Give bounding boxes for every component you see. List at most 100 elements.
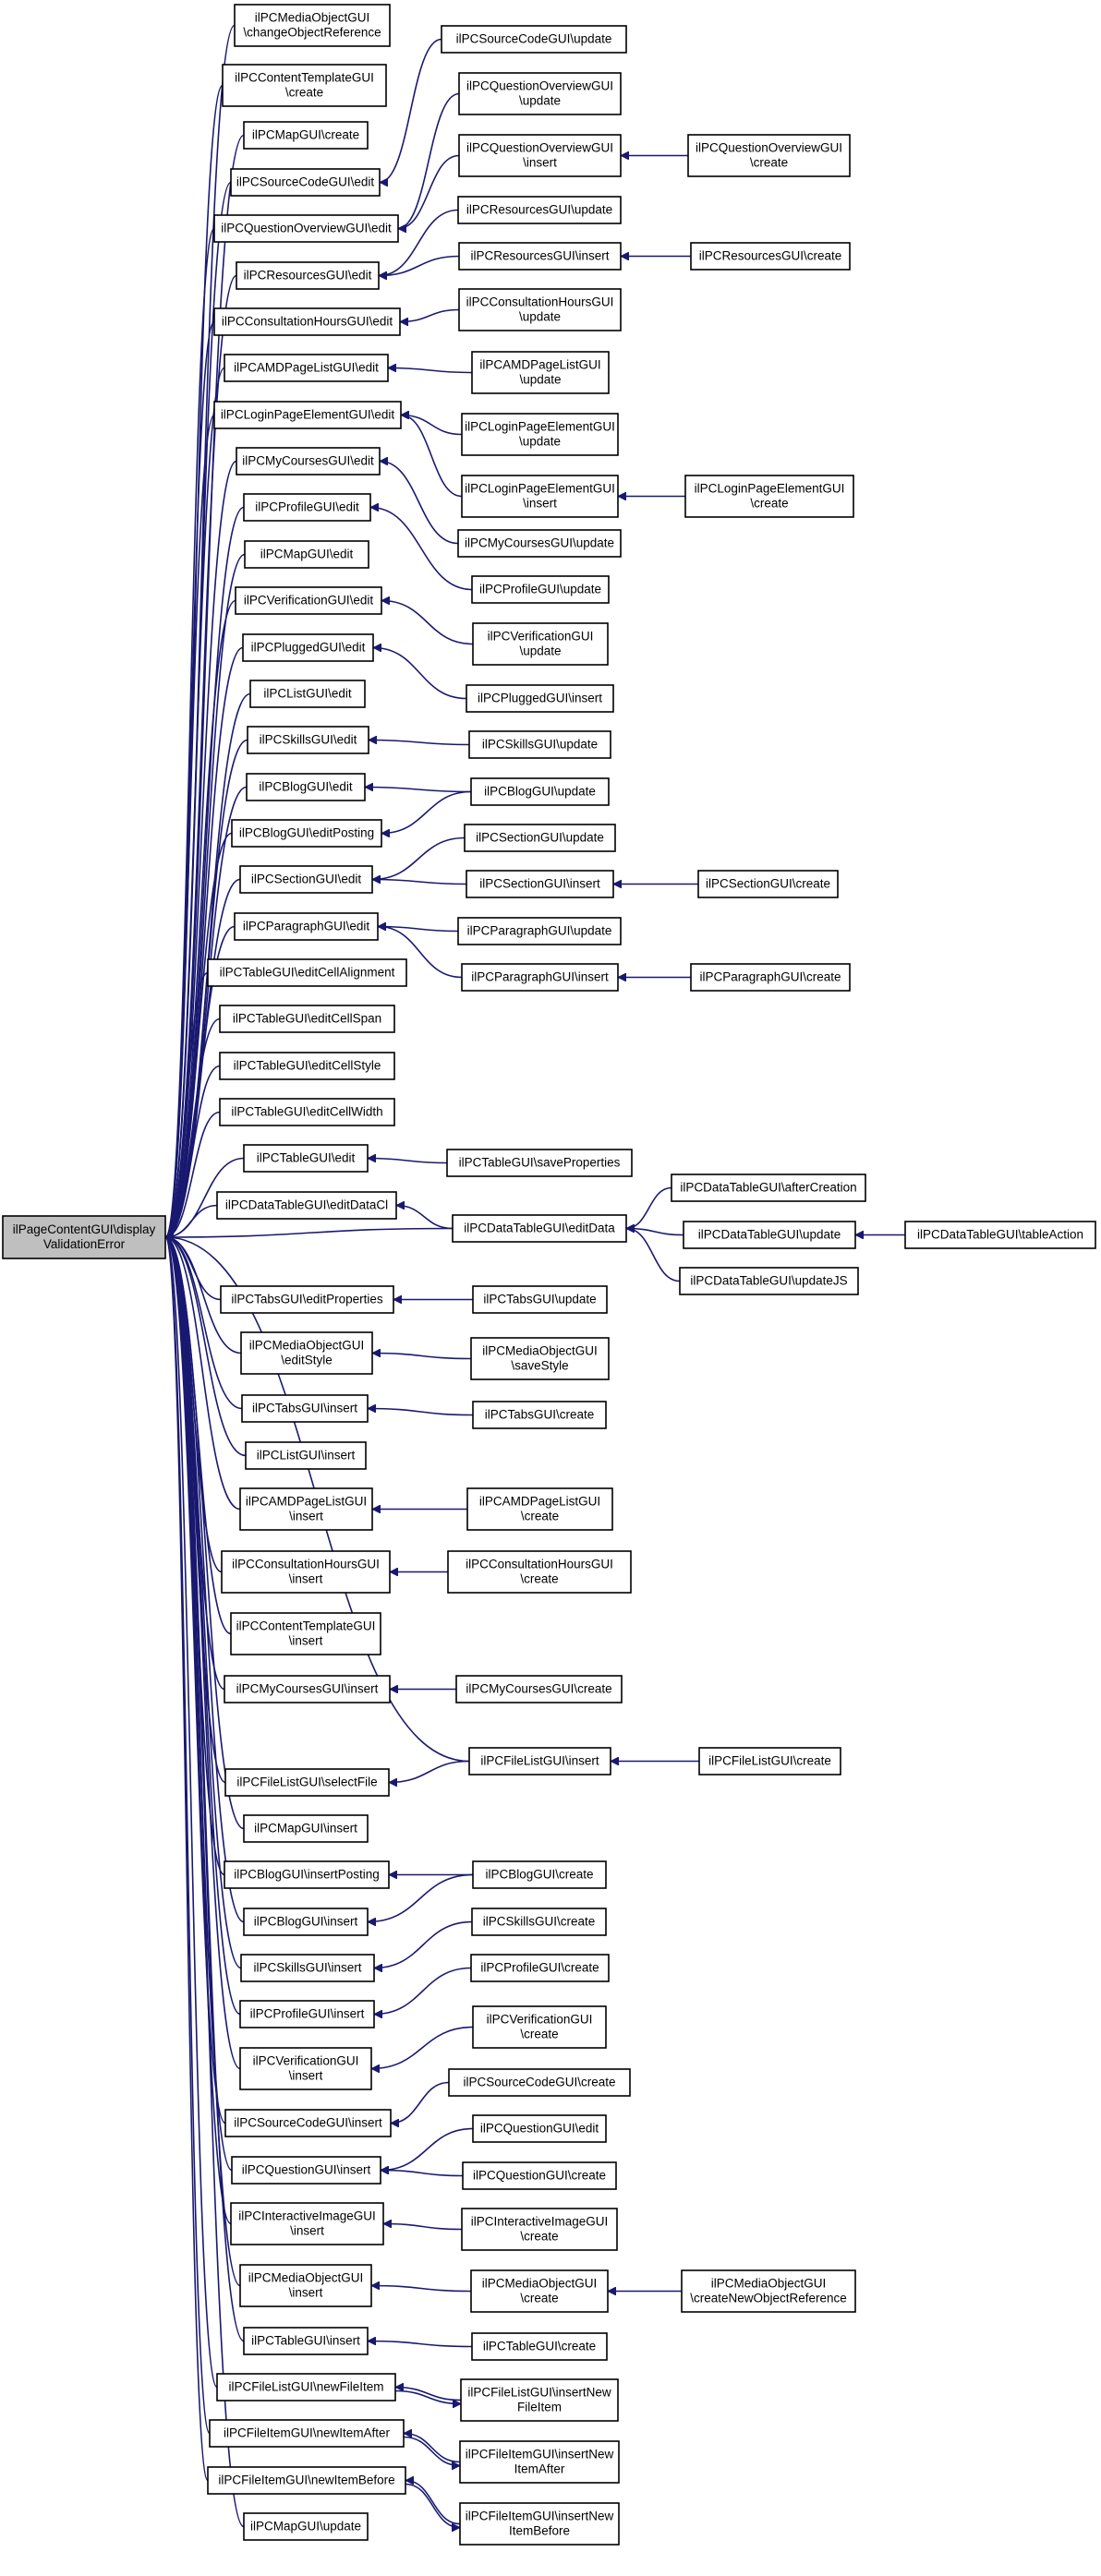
node-ilpcquestionoverviewgui-edit[interactable]: ilPCQuestionOverviewGUI\edit: [213, 214, 399, 243]
node-ilpcmediaobjectgui-savestyle[interactable]: ilPCMediaObjectGUI\saveStyle: [470, 1337, 610, 1380]
node-ilpcdatatablegui-update[interactable]: ilPCDataTableGUI\update: [683, 1221, 856, 1249]
node-ilpcamdpagelistgui-insert[interactable]: ilPCAMDPageListGUI\insert: [239, 1487, 373, 1531]
node-ilpctablegui-editcellstyle[interactable]: ilPCTableGUI\editCellStyle: [219, 1052, 395, 1080]
node-ilpclistgui-edit[interactable]: ilPCListGUI\edit: [249, 680, 366, 708]
node-ilpcinteractiveimagegui-create[interactable]: ilPCInteractiveImageGUI\create: [461, 2208, 618, 2251]
node-ilpcskillsgui-edit[interactable]: ilPCSkillsGUI\edit: [247, 726, 369, 754]
node-ilpcamdpagelistgui-edit[interactable]: ilPCAMDPageListGUI\edit: [224, 354, 389, 382]
node-ilpcmapgui-update[interactable]: ilPCMapGUI\update: [243, 2512, 369, 2541]
node-ilpcfileitemgui-newitemafter[interactable]: ilPCFileItemGUI\newItemAfter: [209, 2419, 405, 2448]
node-ilpcverificationgui-insert[interactable]: ilPCVerificationGUI\insert: [239, 2047, 372, 2090]
node-ilpcamdpagelistgui-create[interactable]: ilPCAMDPageListGUI\create: [466, 1487, 613, 1531]
node-ilpctabsgui-editproperties[interactable]: ilPCTabsGUI\editProperties: [220, 1285, 394, 1314]
node-ilpcverificationgui-edit[interactable]: ilPCVerificationGUI\edit: [235, 586, 382, 615]
node-ilpcdatatablegui-aftercreation[interactable]: ilPCDataTableGUI\afterCreation: [671, 1174, 866, 1202]
node-ilpcfilelistgui-create[interactable]: ilPCFileListGUI\create: [698, 1747, 841, 1776]
node-ilpcconsultationhoursgui-edit[interactable]: ilPCConsultationHoursGUI\edit: [213, 307, 401, 336]
node-ilpcbloggui-update[interactable]: ilPCBlogGUI\update: [470, 777, 610, 806]
node-ilpcloginpageelementgui-insert[interactable]: ilPCLoginPageElementGUI\insert: [461, 475, 619, 518]
node-ilpcconsultationhoursgui-insert[interactable]: ilPCConsultationHoursGUI\insert: [221, 1550, 391, 1594]
node-ilpcmapgui-create[interactable]: ilPCMapGUI\create: [243, 121, 369, 150]
node-ilpcfilelistgui-selectfile[interactable]: ilPCFileListGUI\selectFile: [224, 1768, 390, 1797]
node-ilpcbloggui-create[interactable]: ilPCBlogGUI\create: [472, 1860, 607, 1889]
node-ilpcpluggedgui-edit[interactable]: ilPCPluggedGUI\edit: [242, 633, 374, 662]
node-ilpccontenttemplategui-insert[interactable]: ilPCContentTemplateGUI\insert: [230, 1612, 381, 1655]
node-ilpcbloggui-edit[interactable]: ilPCBlogGUI\edit: [246, 773, 366, 801]
node-ilpcmediaobjectgui-createnewobjectreference[interactable]: ilPCMediaObjectGUI\createNewObjectRefere…: [681, 2269, 856, 2313]
node-ilpctabsgui-insert[interactable]: ilPCTabsGUI\insert: [241, 1394, 369, 1423]
node-ilpcsourcecodegui-update[interactable]: ilPCSourceCodeGUI\update: [441, 25, 627, 54]
node-ilpcquestiongui-create[interactable]: ilPCQuestionGUI\create: [462, 2161, 617, 2190]
node-ilpcverificationgui-create[interactable]: ilPCVerificationGUI\create: [472, 2005, 607, 2049]
node-ilpcconsultationhoursgui-update[interactable]: ilPCConsultationHoursGUI\update: [458, 288, 622, 331]
node-ilpctabsgui-create[interactable]: ilPCTabsGUI\create: [472, 1401, 607, 1429]
node-ilpctablegui-editcellwidth[interactable]: ilPCTableGUI\editCellWidth: [219, 1098, 395, 1126]
node-ilpcskillsgui-update[interactable]: ilPCSkillsGUI\update: [468, 730, 611, 759]
node-ilpcbloggui-insert[interactable]: ilPCBlogGUI\insert: [243, 1908, 369, 1936]
node-ilpcprofilegui-edit[interactable]: ilPCProfileGUI\edit: [243, 493, 371, 522]
node-ilpcdatatablegui-updatejs[interactable]: ilPCDataTableGUI\updateJS: [679, 1267, 859, 1295]
node-ilpcskillsgui-create[interactable]: ilPCSkillsGUI\create: [471, 1908, 607, 1936]
node-ilpcpluggedgui-insert[interactable]: ilPCPluggedGUI\insert: [466, 684, 614, 713]
node-ilpcdatatablegui-editdatacl[interactable]: ilPCDataTableGUI\editDataCl: [216, 1191, 397, 1220]
node-ilpcmapgui-insert[interactable]: ilPCMapGUI\insert: [243, 1814, 369, 1843]
node-ilpcprofilegui-update[interactable]: ilPCProfileGUI\update: [471, 575, 610, 604]
node-ilpcloginpageelementgui-create[interactable]: ilPCLoginPageElementGUI\create: [684, 475, 854, 518]
node-ilpcbloggui-editposting[interactable]: ilPCBlogGUI\editPosting: [231, 819, 382, 848]
node-ilpcmediaobjectgui-insert[interactable]: ilPCMediaObjectGUI\insert: [239, 2264, 372, 2307]
node-ilpcsectiongui-insert[interactable]: ilPCSectionGUI\insert: [466, 870, 614, 898]
node-ilpcmediaobjectgui-changeobjectreference[interactable]: ilPCMediaObjectGUI\changeObjectReference: [234, 4, 391, 47]
node-ilpcparagraphgui-create[interactable]: ilPCParagraphGUI\create: [690, 963, 851, 992]
node-ilpctablegui-editcellspan[interactable]: ilPCTableGUI\editCellSpan: [219, 1005, 395, 1033]
node-ilpcmycoursesgui-edit[interactable]: ilPCMyCoursesGUI\edit: [236, 447, 381, 475]
node-ilpctablegui-editcellalignment[interactable]: ilPCTableGUI\editCellAlignment: [207, 958, 407, 987]
node-ilpcskillsgui-insert[interactable]: ilPCSkillsGUI\insert: [240, 1954, 375, 1982]
node-ilpcmapgui-edit[interactable]: ilPCMapGUI\edit: [244, 540, 369, 569]
node-ilpcmycoursesgui-insert[interactable]: ilPCMyCoursesGUI\insert: [224, 1675, 391, 1703]
node-ilpcquestionoverviewgui-insert[interactable]: ilPCQuestionOverviewGUI\insert: [458, 134, 622, 177]
node-ilpcresourcesgui-update[interactable]: ilPCResourcesGUI\update: [457, 196, 622, 224]
node-ilpcmycoursesgui-update[interactable]: ilPCMyCoursesGUI\update: [457, 529, 622, 558]
node-ilpcverificationgui-update[interactable]: ilPCVerificationGUI\update: [472, 622, 609, 666]
node-ilpcparagraphgui-insert[interactable]: ilPCParagraphGUI\insert: [461, 963, 619, 992]
node-ilpcsectiongui-create[interactable]: ilPCSectionGUI\create: [697, 870, 839, 898]
node-ilpcparagraphgui-edit[interactable]: ilPCParagraphGUI\edit: [234, 912, 379, 941]
node-ilpcmycoursesgui-create[interactable]: ilPCMyCoursesGUI\create: [455, 1675, 623, 1703]
node-ilpcfilelistgui-newfileitem[interactable]: ilPCFileListGUI\newFileItem: [216, 2373, 396, 2401]
node-ilpctabsgui-update[interactable]: ilPCTabsGUI\update: [472, 1285, 608, 1314]
node-ilpcconsultationhoursgui-create[interactable]: ilPCConsultationHoursGUI\create: [447, 1550, 632, 1594]
node-ilpctablegui-edit[interactable]: ilPCTableGUI\edit: [243, 1144, 369, 1173]
node-ilpcsourcecodegui-insert[interactable]: ilPCSourceCodeGUI\insert: [224, 2109, 392, 2137]
node-ilpcloginpageelementgui-update[interactable]: ilPCLoginPageElementGUI\update: [461, 413, 619, 456]
node-ilpcparagraphgui-update[interactable]: ilPCParagraphGUI\update: [457, 917, 622, 945]
node-ilpcprofilegui-insert[interactable]: ilPCProfileGUI\insert: [239, 2000, 375, 2028]
node-ilpcbloggui-insertposting[interactable]: ilPCBlogGUI\insertPosting: [224, 1860, 390, 1889]
node-ilpcfilelistgui-insert[interactable]: ilPCFileListGUI\insert: [468, 1747, 611, 1776]
node-ilpclistgui-insert[interactable]: ilPCListGUI\insert: [245, 1441, 367, 1470]
node-ilpcsectiongui-edit[interactable]: ilPCSectionGUI\edit: [239, 865, 373, 894]
node-ilpcloginpageelementgui-edit[interactable]: ilPCLoginPageElementGUI\edit: [213, 401, 402, 429]
node-ilpcresourcesgui-create[interactable]: ilPCResourcesGUI\create: [690, 242, 851, 271]
node-ilpcsourcecodegui-create[interactable]: ilPCSourceCodeGUI\create: [448, 2068, 631, 2097]
node-ilpcquestionoverviewgui-update[interactable]: ilPCQuestionOverviewGUI\update: [458, 72, 622, 115]
node-ilpctablegui-saveproperties[interactable]: ilPCTableGUI\saveProperties: [446, 1149, 633, 1177]
node-ilpcmediaobjectgui-create[interactable]: ilPCMediaObjectGUI\create: [470, 2269, 609, 2313]
node-ilpcdatatablegui-tableaction[interactable]: ilPCDataTableGUI\tableAction: [904, 1221, 1096, 1249]
node-ilpcquestiongui-edit[interactable]: ilPCQuestionGUI\edit: [472, 2114, 607, 2143]
node-ilpctablegui-insert[interactable]: ilPCTableGUI\insert: [243, 2327, 369, 2355]
node-ilpcsourcecodegui-edit[interactable]: ilPCSourceCodeGUI\edit: [230, 168, 381, 197]
node-ilpcsectiongui-update[interactable]: ilPCSectionGUI\update: [464, 824, 616, 852]
node-ilpcmediaobjectgui-editstyle[interactable]: ilPCMediaObjectGUI\editStyle: [240, 1331, 373, 1375]
node-ilpcresourcesgui-edit[interactable]: ilPCResourcesGUI\edit: [236, 261, 380, 290]
node-ilpcresourcesgui-insert[interactable]: ilPCResourcesGUI\insert: [458, 242, 622, 271]
node-ilpccontenttemplategui-create[interactable]: ilPCContentTemplateGUI\create: [222, 64, 387, 107]
node-ilpcinteractiveimagegui-insert[interactable]: ilPCInteractiveImageGUI\insert: [230, 2202, 384, 2245]
node-ilpcquestionoverviewgui-create[interactable]: ilPCQuestionOverviewGUI\create: [687, 134, 851, 177]
node-ilpcamdpagelistgui-update[interactable]: ilPCAMDPageListGUI\update: [471, 351, 610, 394]
node-ilpcquestiongui-insert[interactable]: ilPCQuestionGUI\insert: [231, 2156, 381, 2185]
node-ilpcfileitemgui-newitembefore[interactable]: ilPCFileItemGUI\newItemBefore: [207, 2466, 406, 2495]
